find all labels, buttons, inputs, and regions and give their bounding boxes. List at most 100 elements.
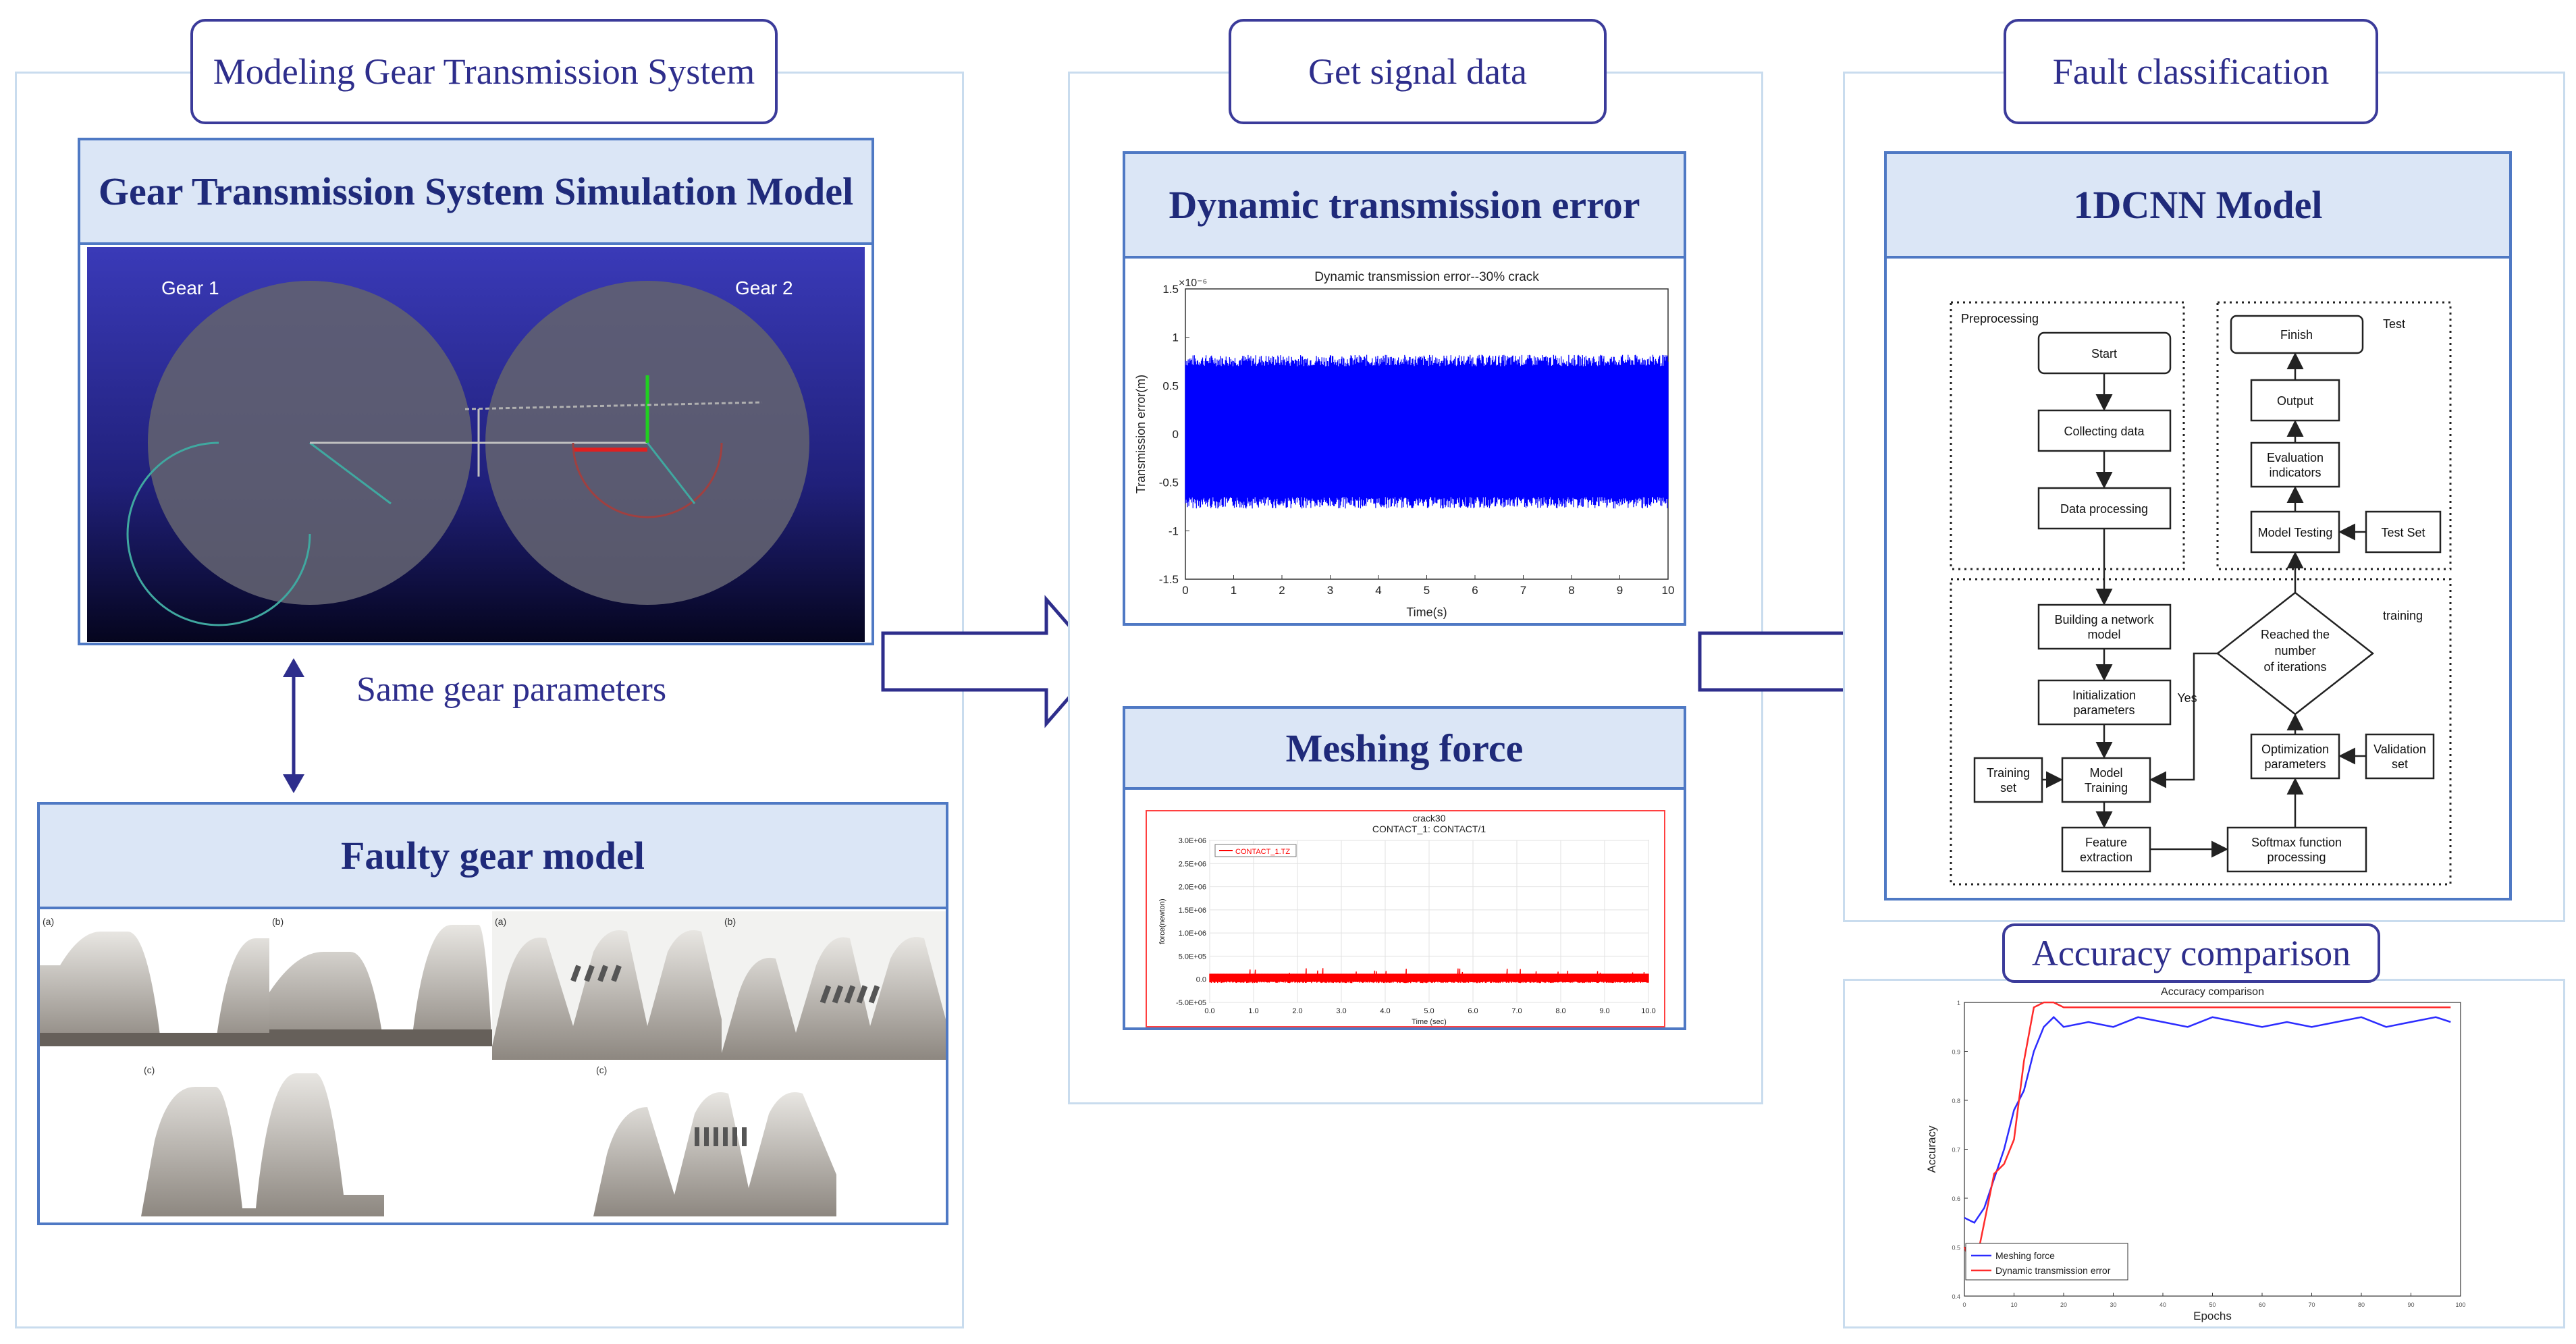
svg-text:processing: processing xyxy=(2267,851,2326,864)
svg-text:Softmax function: Softmax function xyxy=(2251,836,2342,849)
gear-simulation-image: Gear 1 Gear 2 xyxy=(87,247,865,642)
simulation-model-title: Gear Transmission System Simulation Mode… xyxy=(80,140,871,245)
svg-text:Output: Output xyxy=(2277,394,2313,408)
dte-chart: Dynamic transmission error--30% crack ×10… xyxy=(1134,270,1675,619)
acc-ylabel: Accuracy xyxy=(1925,1125,1938,1173)
svg-text:Start: Start xyxy=(2091,347,2117,360)
processing-node xyxy=(2037,487,2172,530)
svg-text:Optimization: Optimization xyxy=(2261,743,2329,756)
acc-ytick-label: 0.5 xyxy=(1952,1245,1960,1252)
acc-xtick-label: 20 xyxy=(2060,1301,2067,1308)
svg-text:Building a network: Building a network xyxy=(2054,613,2154,626)
acc-ytick-label: 0.8 xyxy=(1952,1098,1960,1104)
panel-label-c2: (c) xyxy=(596,1065,607,1075)
mf-xlabel: Time (sec) xyxy=(1412,1018,1447,1026)
faulty-image-c1: (c) xyxy=(141,1060,384,1216)
acc-ytick-label: 0.7 xyxy=(1952,1147,1960,1154)
dte-ytick-label: 1.5 xyxy=(1162,283,1179,296)
mf-xtick-label: 3.0 xyxy=(1336,1007,1346,1015)
svg-text:Training: Training xyxy=(2085,781,2128,795)
svg-text:Validation: Validation xyxy=(2373,743,2426,756)
mf-xtick-label: 9.0 xyxy=(1599,1007,1609,1015)
mf-xtick-label: 1.0 xyxy=(1248,1007,1258,1015)
model-training-node xyxy=(2061,757,2151,803)
gear-2-label: Gear 2 xyxy=(735,277,793,298)
test-label: Test xyxy=(2383,317,2405,331)
dte-xtick-label: 3 xyxy=(1327,584,1333,597)
mf-ytick-label: 5.0E+05 xyxy=(1179,952,1206,961)
dte-xtick-label: 7 xyxy=(1520,584,1526,597)
svg-text:Initialization: Initialization xyxy=(2072,689,2136,702)
dte-ytick-label: 1 xyxy=(1173,331,1179,344)
acc-xtick-label: 70 xyxy=(2308,1301,2315,1308)
modeling-title: Modeling Gear Transmission System xyxy=(190,19,778,124)
faulty-image-a1: (a) xyxy=(40,916,269,1046)
svg-text:Model: Model xyxy=(2089,766,2122,780)
svg-text:Finish: Finish xyxy=(2280,328,2313,342)
training-label: training xyxy=(2383,609,2423,622)
mf-xtick-label: 8.0 xyxy=(1555,1007,1565,1015)
test-group xyxy=(2216,301,2452,570)
svg-text:Collecting data: Collecting data xyxy=(2064,425,2145,438)
acc-xtick-label: 80 xyxy=(2358,1301,2365,1308)
gear-1-label: Gear 1 xyxy=(161,277,219,298)
acc-xtick-label: 60 xyxy=(2259,1301,2265,1308)
panel-label-c1: (c) xyxy=(144,1065,155,1075)
faulty-image-b1: (b) xyxy=(269,916,492,1046)
cnn-title: 1DCNN Model xyxy=(1887,154,2509,259)
dte-ytick-label: 0 xyxy=(1173,428,1179,441)
cnn-card: 1DCNN Model Preprocessing Test training xyxy=(1884,151,2512,901)
mf-xtick-label: 6.0 xyxy=(1468,1007,1478,1015)
signal-title: Get signal data xyxy=(1229,19,1607,124)
svg-text:Yes: Yes xyxy=(2177,691,2197,705)
mf-ytick-label: 2.5E+06 xyxy=(1179,860,1206,868)
mf-ytick-label: 0.0 xyxy=(1196,976,1206,984)
dte-xtick-label: 5 xyxy=(1424,584,1430,597)
acc-xtick-label: 10 xyxy=(2010,1301,2017,1308)
dte-scale-label: ×10⁻⁶ xyxy=(1179,277,1207,289)
acc-xtick-label: 90 xyxy=(2407,1301,2414,1308)
svg-text:number: number xyxy=(2274,644,2315,657)
svg-text:set: set xyxy=(2392,757,2408,771)
acc-legend-label: Dynamic transmission error xyxy=(1995,1265,2111,1276)
svg-text:Feature: Feature xyxy=(2085,836,2127,849)
building-node xyxy=(2037,603,2172,650)
collecting-node xyxy=(2037,409,2172,452)
mf-xtick-label: 5.0 xyxy=(1424,1007,1434,1015)
preprocessing-group xyxy=(1950,301,2185,570)
softmax-node xyxy=(2226,826,2367,873)
svg-text:of iterations: of iterations xyxy=(2263,660,2326,674)
dte-xtick-label: 10 xyxy=(1662,584,1675,597)
mf-signal-line xyxy=(1209,968,1649,984)
acc-xtick-label: 40 xyxy=(2159,1301,2166,1308)
dte-ytick-label: 0.5 xyxy=(1162,379,1179,392)
faulty-gear-images: (a) (b) (a) xyxy=(40,911,946,1216)
svg-text:Reached the: Reached the xyxy=(2261,628,2330,641)
panel-label-a: (a) xyxy=(43,916,54,927)
dte-title: Dynamic transmission error xyxy=(1125,154,1684,259)
faulty-image-c2: (c) xyxy=(593,1060,836,1216)
init-node xyxy=(2037,679,2172,726)
dte-chart-title: Dynamic transmission error--30% crack xyxy=(1314,270,1539,284)
dte-ytick-label: -0.5 xyxy=(1159,477,1179,489)
fault-title: Fault classification xyxy=(2004,19,2378,124)
acc-chart-title: Accuracy comparison xyxy=(2161,986,2264,998)
dte-ytick-label: -1 xyxy=(1169,525,1179,537)
mf-ytick-label: 3.0E+06 xyxy=(1179,837,1206,845)
svg-text:Evaluation: Evaluation xyxy=(2267,451,2324,464)
acc-series-meshing-force xyxy=(1964,1016,2451,1224)
svg-text:Data processing: Data processing xyxy=(2060,502,2148,516)
panel-label-b: (b) xyxy=(272,916,284,927)
training-set-node xyxy=(1973,757,2043,803)
svg-text:parameters: parameters xyxy=(2264,757,2326,771)
dte-xtick-label: 1 xyxy=(1231,584,1237,597)
acc-series-dte xyxy=(1963,1001,2451,1275)
acc-xlabel: Epochs xyxy=(2193,1310,2232,1322)
mf-xtick-label: 4.0 xyxy=(1380,1007,1390,1015)
acc-ytick-label: 0.9 xyxy=(1952,1049,1960,1056)
svg-text:parameters: parameters xyxy=(2073,703,2135,717)
acc-ytick-label: 1 xyxy=(1957,1000,1960,1006)
mf-legend-label: CONTACT_1.TZ xyxy=(1235,848,1290,856)
preprocessing-label: Preprocessing xyxy=(1961,312,2039,325)
